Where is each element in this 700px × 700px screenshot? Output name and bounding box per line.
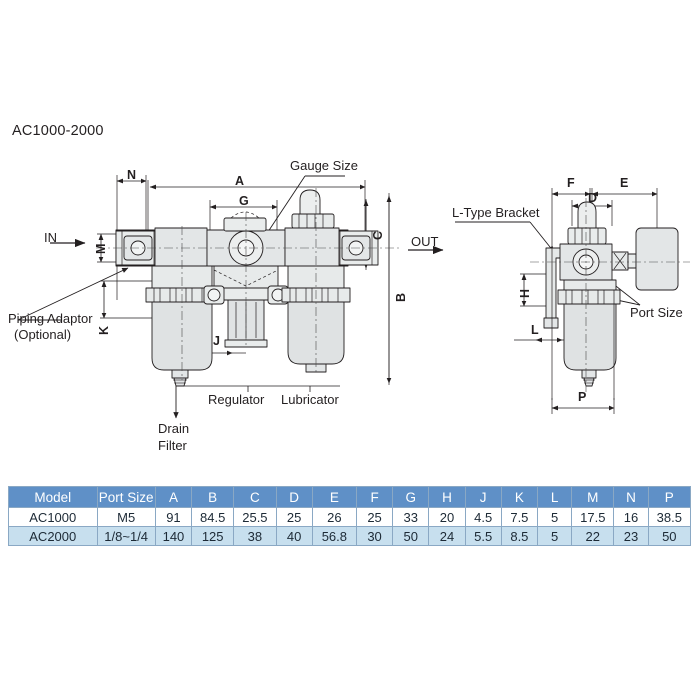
table-column-header-j: J: [464, 486, 502, 508]
table-cell: 50: [392, 526, 430, 546]
table-column-header-l: L: [536, 486, 573, 508]
table-cell: 26: [311, 507, 357, 527]
table-column-header-k: K: [500, 486, 538, 508]
table-cell: 22: [571, 526, 615, 546]
table-cell: 23: [613, 526, 649, 546]
table-cell: 4.5: [464, 507, 502, 527]
table-column-header-d: D: [275, 486, 313, 508]
dimension-label-D: D: [588, 191, 598, 205]
table-cell: 84.5: [191, 507, 235, 527]
dimension-label-L: L: [531, 323, 539, 337]
table-column-header-m: M: [571, 486, 615, 508]
dimension-label-H: H: [518, 288, 532, 298]
table-cell: 20: [428, 507, 466, 527]
flow-in-label: IN: [44, 230, 57, 245]
table-cell: 5: [536, 526, 573, 546]
table-column-header-a: A: [154, 486, 193, 508]
filter-callout: Filter: [158, 438, 187, 453]
l-type-bracket-callout: L-Type Bracket: [452, 205, 540, 220]
dimension-label-B: B: [394, 292, 408, 302]
table-cell: 17.5: [571, 507, 615, 527]
dimension-label-F: F: [567, 176, 575, 190]
table-cell-model: AC1000: [8, 507, 98, 527]
table-cell: 38.5: [647, 507, 692, 527]
table-cell: 16: [613, 507, 649, 527]
table-cell: 7.5: [500, 507, 538, 527]
table-cell: 8.5: [500, 526, 538, 546]
table-cell: 30: [355, 526, 394, 546]
piping-adaptor-callout: Piping Adaptor: [8, 311, 93, 326]
dimension-label-G: G: [239, 194, 249, 208]
table-cell: 5: [536, 507, 573, 527]
table-cell: 40: [275, 526, 313, 546]
flow-out-label: OUT: [411, 234, 439, 249]
table-cell: 24: [428, 526, 466, 546]
table-column-header-n: N: [613, 486, 649, 508]
table-cell: 56.8: [311, 526, 357, 546]
table-column-header-model: Model: [8, 486, 98, 508]
table-cell: 38: [233, 526, 277, 546]
dimension-label-C: C: [371, 230, 385, 240]
dimension-label-A: A: [235, 174, 245, 188]
table-column-header-c: C: [233, 486, 277, 508]
table-column-header-b: B: [191, 486, 235, 508]
dimension-label-N: N: [127, 168, 137, 182]
dimension-label-M: M: [94, 243, 108, 254]
table-column-header-p: P: [647, 486, 692, 508]
table-column-header-g: G: [392, 486, 430, 508]
table-cell: 91: [154, 507, 193, 527]
page-title: AC1000-2000: [12, 123, 104, 139]
dimension-label-P: P: [578, 390, 587, 404]
dimension-label-E: E: [620, 176, 629, 190]
table-column-header-f: F: [355, 486, 394, 508]
gauge-size-callout: Gauge Size: [290, 158, 358, 173]
table-cell: M5: [96, 507, 156, 527]
table-cell: 25: [275, 507, 313, 527]
dimension-label-K: K: [97, 325, 111, 335]
table-column-header-h: H: [428, 486, 466, 508]
table-cell: 5.5: [464, 526, 502, 546]
lubricator-callout: Lubricator: [281, 392, 339, 407]
table-column-header-e: E: [311, 486, 357, 508]
table-cell: 33: [392, 507, 430, 527]
table-cell: 140: [154, 526, 193, 546]
table-cell: 25.5: [233, 507, 277, 527]
table-cell: 125: [191, 526, 235, 546]
piping-adaptor-optional-note: (Optional): [14, 327, 72, 342]
dimension-label-J: J: [213, 334, 220, 348]
table-cell: 25: [355, 507, 394, 527]
regulator-callout: Regulator: [208, 392, 265, 407]
table-cell: 1/8~1/4: [96, 526, 156, 546]
table-cell: 50: [647, 526, 692, 546]
table-cell-model: AC2000: [8, 526, 98, 546]
port-size-callout: Port Size: [630, 305, 683, 320]
drain-callout: Drain: [158, 421, 190, 436]
table-column-header-port-size: Port Size: [96, 486, 156, 508]
